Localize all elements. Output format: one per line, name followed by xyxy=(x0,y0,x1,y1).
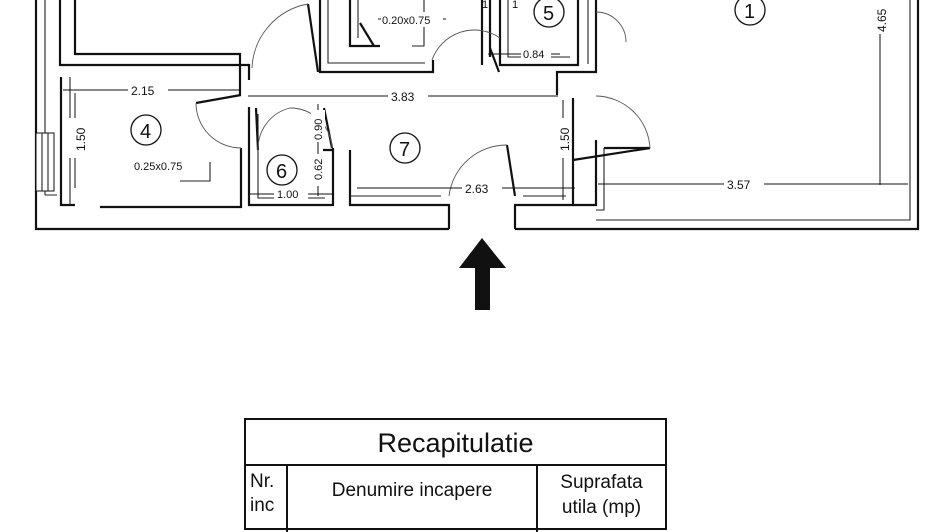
svg-text:4: 4 xyxy=(140,121,151,143)
room-markers: 1 4 5 6 7 xyxy=(130,0,766,186)
dim-3-57: 3.57 xyxy=(727,178,751,192)
dim-1-b: 1 xyxy=(512,0,518,11)
col-header-name: Denumire incapere xyxy=(288,466,538,532)
col-header-area: Suprafata utila (mp) xyxy=(538,466,665,532)
col-header-area-line1: Suprafata xyxy=(560,472,643,493)
dim-0-90: 0.90 xyxy=(313,119,325,140)
dim-1-a: 1 xyxy=(482,0,488,11)
dim-0-84: 0.84 xyxy=(523,49,544,61)
window-note-room4: 0.25x0.75 xyxy=(134,161,182,173)
exterior-walls xyxy=(34,0,920,231)
svg-text:7: 7 xyxy=(399,139,410,161)
dim-2-63: 2.63 xyxy=(465,182,489,196)
dim-0-62: 0.62 xyxy=(313,159,325,180)
svg-text:6: 6 xyxy=(276,161,287,183)
recap-table: Recapitulatie Nr. inc Denumire incapere … xyxy=(244,418,667,532)
recap-title: Recapitulatie xyxy=(246,420,665,466)
dim-1-50-mid: 1.50 xyxy=(558,127,572,151)
room-1-marker: 1 xyxy=(734,0,766,26)
col-header-nr-line1: Nr. xyxy=(250,471,275,492)
dim-3-83: 3.83 xyxy=(391,90,415,104)
left-window xyxy=(35,132,55,192)
dim-1-00: 1.00 xyxy=(277,189,298,201)
dimension-labels: 2.15 3.83 1.50 1.50 0.90 0.62 1.00 2.63 … xyxy=(68,0,889,201)
room-7-marker: 7 xyxy=(389,132,421,164)
window-note-top: 0.20x0.75 xyxy=(382,15,430,27)
dim-4-65: 4.65 xyxy=(875,8,889,32)
dim-2-15: 2.15 xyxy=(131,84,155,98)
col-header-area-line2: utila (mp) xyxy=(561,497,642,518)
interior-walls xyxy=(58,0,651,229)
floor-plan: 2.15 3.83 1.50 1.50 0.90 0.62 1.00 2.63 … xyxy=(34,0,920,310)
door-swings xyxy=(195,3,651,197)
svg-text:1: 1 xyxy=(744,1,755,23)
entrance-arrow-icon xyxy=(459,238,506,310)
col-header-nr-line2: inc xyxy=(250,495,275,516)
svg-text:5: 5 xyxy=(543,3,554,25)
room-4-marker: 4 xyxy=(130,114,162,146)
dim-1-50-left: 1.50 xyxy=(74,127,88,151)
dimension-lines xyxy=(63,0,908,200)
room-5-marker: 5 xyxy=(533,0,565,28)
col-header-nr: Nr. inc xyxy=(246,466,288,532)
room-6-marker: 6 xyxy=(266,154,298,186)
